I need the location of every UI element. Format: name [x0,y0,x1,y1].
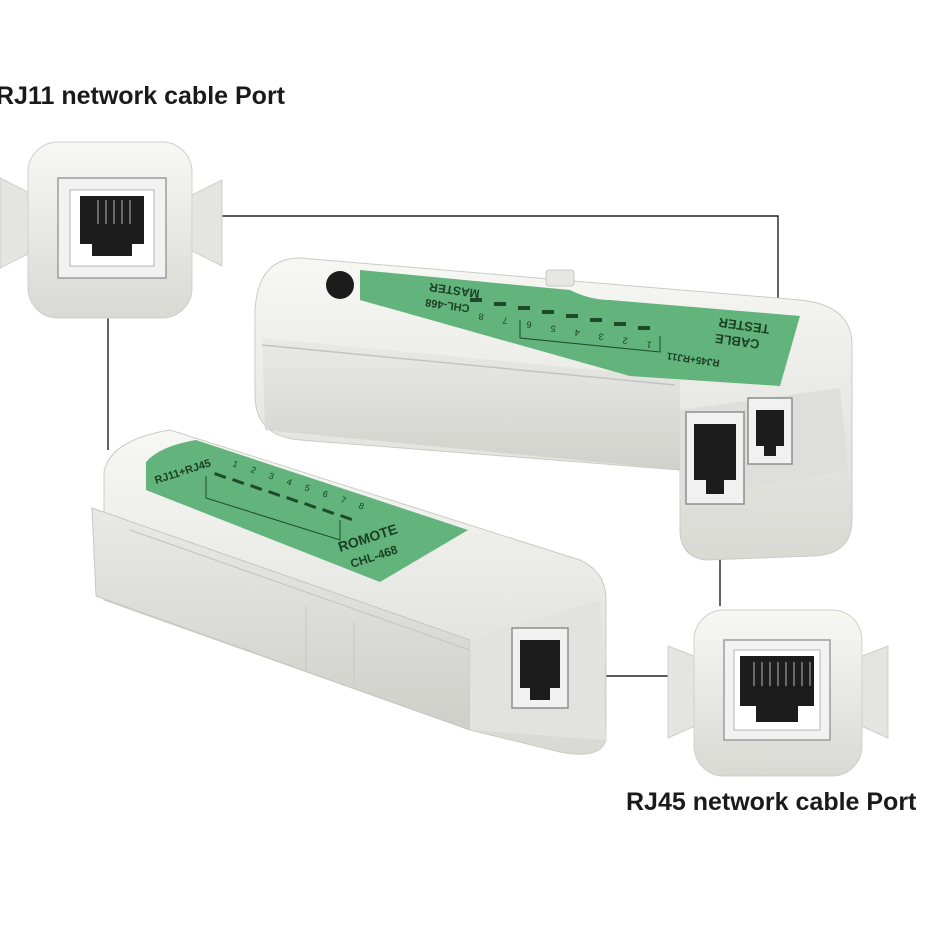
master-rj11-socket-icon [756,410,784,456]
remote-green-panel [146,440,468,582]
master-brand-line1: CABLE [714,331,761,352]
rj45-socket-icon [740,656,814,722]
master-led-number: 3 [598,331,604,342]
remote-led-number: 1 [231,458,239,469]
master-led-number: 1 [646,339,652,350]
remote-unit: RJ11+RJ45 ROMOTE CHL-468 [91,429,607,755]
master-logo-icon [326,271,354,299]
master-led-number: 5 [550,323,556,334]
master-led-number: 2 [622,335,628,346]
remote-led-number: 3 [267,470,275,481]
master-rj45-socket-icon [694,424,736,494]
remote-led-number: 2 [249,464,257,475]
master-power-switch [545,269,575,287]
rj45-caption: RJ45 network cable Port [626,788,917,816]
master-led-number: 6 [526,319,532,330]
remote-led-number: 4 [285,476,293,487]
rj11-socket-icon [80,196,144,256]
remote-led-number: 7 [339,494,347,505]
master-led-number: 8 [478,311,484,322]
rj11-port-closeup [0,141,223,319]
rj45-port-closeup [667,609,889,777]
rj11-caption: RJ11 network cable Port [0,82,286,110]
master-unit: CABLE TESTER RJ45+RJ11 MASTER CHL-468 [254,257,853,561]
remote-led-number: 5 [303,482,311,493]
remote-led-number: 8 [357,500,365,511]
remote-rj45-socket-icon [520,640,560,700]
remote-led-number: 6 [321,488,329,499]
master-brand-line2: TESTER [717,315,770,337]
master-led-number: 4 [574,327,580,338]
master-led-number: 7 [502,315,508,326]
